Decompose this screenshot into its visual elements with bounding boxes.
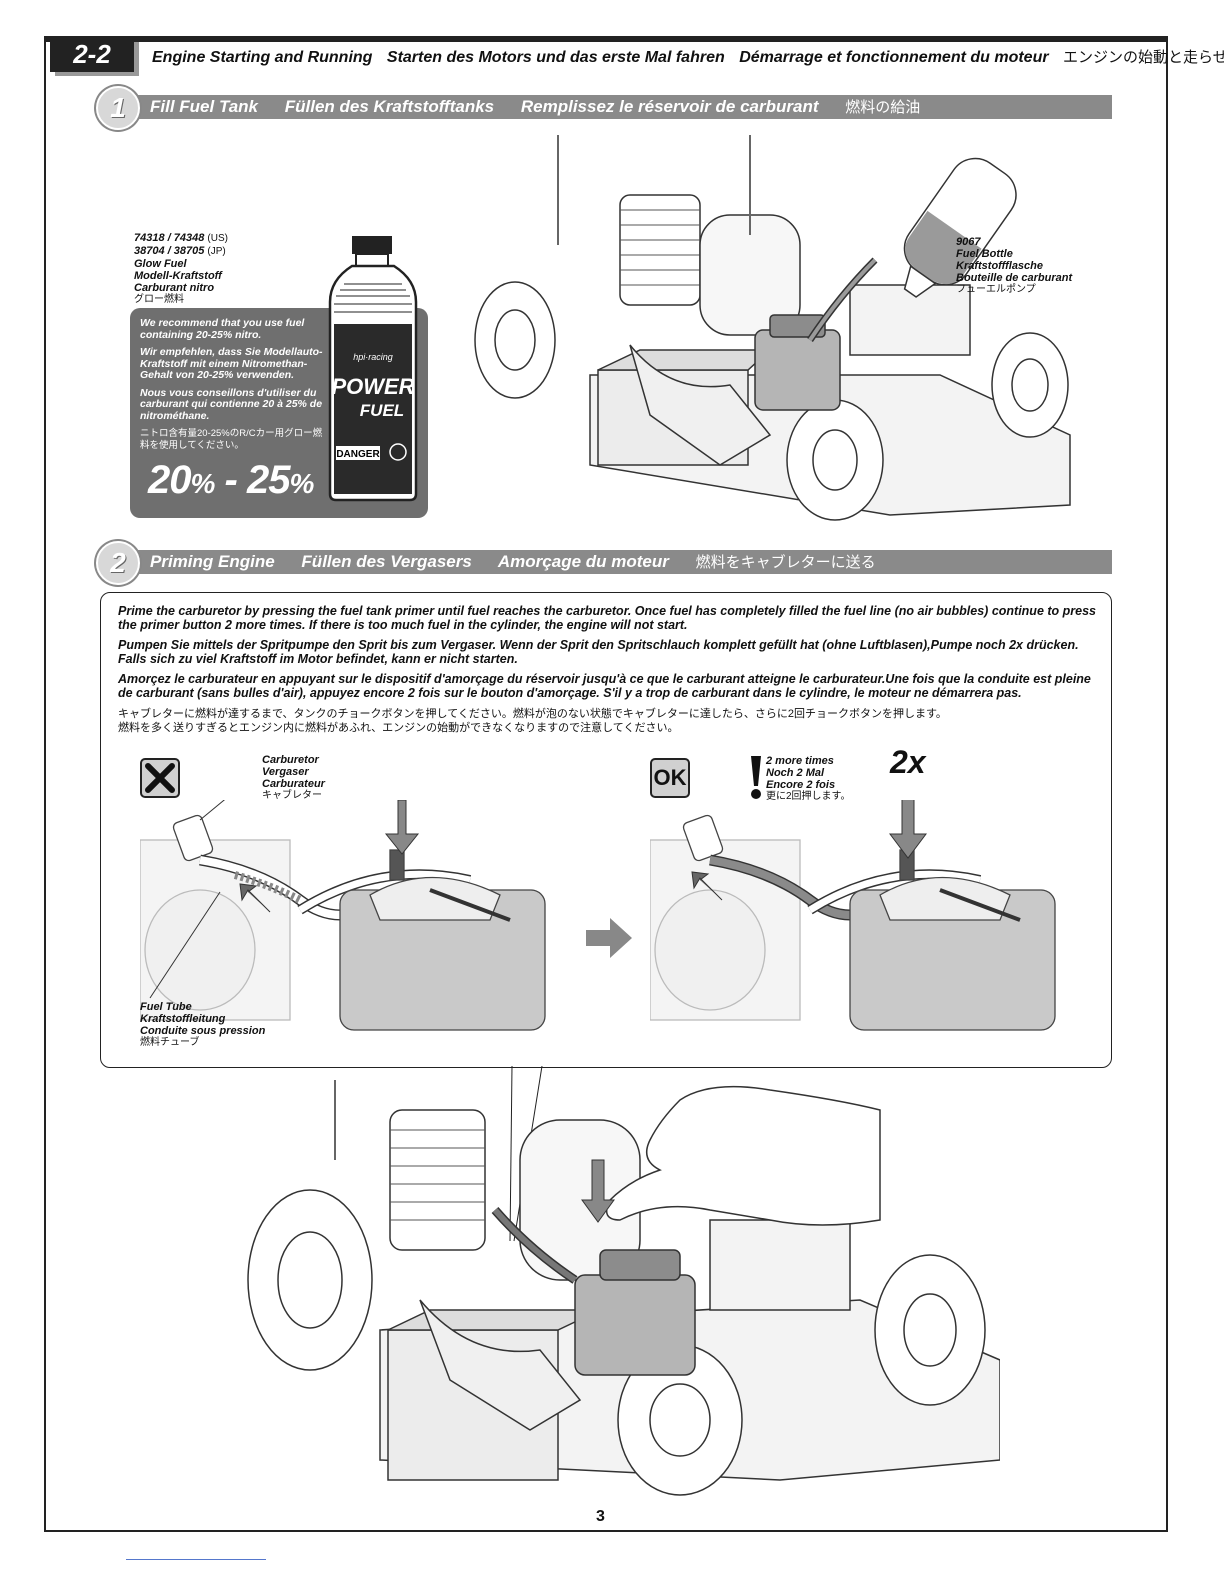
carburetor-de: Vergaser [262, 766, 309, 778]
recommend-de: Wir empfehlen, dass Sie Modellauto-Kraft… [140, 346, 323, 381]
instructions-de: Pumpen Sie mittels der Spritpumpe den Sp… [118, 638, 1079, 666]
fuel-part-jp: 38704 / 38705 [134, 245, 205, 257]
fuel-bottle-de: Kraftstoffflasche [956, 260, 1044, 272]
glow-fuel-label: 74318 / 74348 (US) 38704 / 38705 (JP) Gl… [134, 232, 228, 306]
more-times-de: Noch 2 Mal [766, 767, 825, 779]
instructions-en: Prime the carburetor by pressing the fue… [118, 604, 1096, 632]
pct-sep: - [224, 458, 238, 502]
fuel-label-fr: Carburant nitro [134, 282, 215, 294]
fuel-bottle-en: Fuel Bottle [956, 248, 1013, 260]
pct-unit-1: % [190, 468, 216, 499]
fuel-bottle-label: 9067 Fuel Bottle Kraftstoffflasche Boute… [956, 236, 1072, 296]
instructions-jp-1: キャブレターに燃料が達するまで、タンクのチョークボタンを押してください。燃料が泡… [118, 708, 947, 720]
recommend-fr: Nous vous conseillons d'utiliser du carb… [140, 386, 323, 422]
step2-title-jp: 燃料をキャブレターに送る [695, 554, 876, 571]
fuel-tube-jp: 燃料チューブ [140, 1037, 200, 1048]
more-times-fr: Encore 2 fois [766, 779, 836, 791]
priming-instructions: Prime the carburetor by pressing the fue… [118, 604, 1102, 735]
two-times-label: 2x [890, 744, 926, 780]
priming-wrong-illustration [140, 800, 546, 1031]
wrong-icon [140, 758, 180, 798]
step2-number: 2 [96, 541, 140, 585]
section-number: 2-2 [50, 38, 134, 72]
step1-number: 1 [96, 86, 140, 130]
priming-box [100, 592, 1112, 1068]
fuel-label-de: Modell-Kraftstoff [134, 270, 222, 282]
fuel-tube-label: Fuel Tube Kraftstoffleitung Conduite sou… [140, 1001, 265, 1049]
carburetor-fr: Carburateur [262, 778, 325, 790]
carburetor-jp: キャブレター [262, 790, 322, 801]
nitro-percent: 20% - 25% [148, 458, 314, 503]
fuel-jug-illustration: hpi·racing POWER FUEL DANGER [328, 236, 418, 502]
step1-title-fr: Remplissez le réservoir de carburant [520, 97, 819, 116]
car-priming-illustration [247, 1080, 1000, 1496]
ok-icon: OK [650, 758, 690, 798]
step1-title-de: Füllen des Kraftstofftanks [284, 97, 495, 116]
step2-title-fr: Amorçage du moteur [497, 552, 669, 571]
section-title-jp: エンジンの始動と走らせ方 [1063, 49, 1224, 66]
step2-title-en: Priming Engine [150, 552, 275, 571]
warning-exclamation-icon [751, 756, 761, 799]
fuel-tube-de: Kraftstoffleitung [140, 1013, 226, 1025]
recommend-jp: ニトロ含有量20-25%のR/Cカー用グロー燃料を使用してください。 [140, 428, 323, 451]
arrow-right-icon [586, 918, 632, 958]
more-times-label: 2 more times Noch 2 Mal Encore 2 fois 更に… [766, 755, 851, 803]
fuel-label-jp: グロー燃料 [134, 294, 184, 305]
fuel-label-en: Glow Fuel [134, 258, 187, 270]
carburetor-en: Carburetor [262, 754, 319, 766]
step2-title-de: Füllen des Vergasers [301, 552, 472, 571]
instructions-jp-2: 燃料を多く送りすぎるとエンジン内に燃料があふれ、エンジンの始動ができなくなります… [118, 722, 679, 734]
page-number: 3 [596, 1508, 605, 1525]
recommendation-text: We recommend that you use fuel containin… [140, 317, 330, 457]
step2-bar: Priming Engine Füllen des Vergasers Amor… [118, 550, 1112, 574]
fuel-tube-en: Fuel Tube [140, 1001, 192, 1013]
carburetor-label: Carburetor Vergaser Carburateur キャブレター [262, 754, 325, 802]
more-times-jp: 更に2回押します。 [766, 791, 851, 802]
pct-low: 20 [148, 458, 191, 502]
section-title-fr: Démarrage et fonctionnement du moteur [739, 49, 1049, 66]
jug-danger: DANGER [336, 449, 380, 460]
jug-brand: hpi·racing [353, 352, 393, 362]
priming-ok-illustration [650, 800, 1056, 1031]
pct-high: 25 [246, 458, 290, 502]
fuel-bottle-number: 9067 [956, 236, 981, 248]
step1-title-en: Fill Fuel Tank [150, 97, 258, 116]
footer-line [126, 1559, 266, 1560]
more-times-en: 2 more times [766, 755, 834, 767]
fuel-part-us: 74318 / 74348 [134, 232, 205, 244]
fuel-tube-fr: Conduite sous pression [140, 1025, 266, 1037]
fuel-tag-jp: (JP) [207, 246, 226, 257]
fuel-bottle-fr: Bouteille de carburant [956, 272, 1073, 284]
step1-title-jp: 燃料の給油 [845, 99, 921, 116]
pct-unit-2: % [289, 468, 314, 499]
car-fuel-fill-illustration [474, 135, 1071, 521]
instructions-fr: Amorçez le carburateur en appuyant sur l… [118, 672, 1091, 700]
section-title-en: Engine Starting and Running [152, 49, 373, 66]
jug-fuel: FUEL [360, 401, 404, 420]
instructions-jp: キャブレターに燃料が達するまで、タンクのチョークボタンを押してください。燃料が泡… [118, 707, 1102, 735]
page-frame [44, 36, 1168, 1532]
recommend-en: We recommend that you use fuel containin… [140, 317, 305, 341]
jug-power: POWER [331, 374, 414, 399]
fuel-bottle-jp: フューエルポンプ [956, 284, 1036, 295]
fuel-tag-us: (US) [207, 233, 228, 244]
section-title-de: Starten des Motors und das erste Mal fah… [386, 49, 725, 66]
section-title: Engine Starting and Running Starten des … [152, 46, 1224, 67]
step1-bar: Fill Fuel Tank Füllen des Kraftstofftank… [118, 95, 1112, 119]
